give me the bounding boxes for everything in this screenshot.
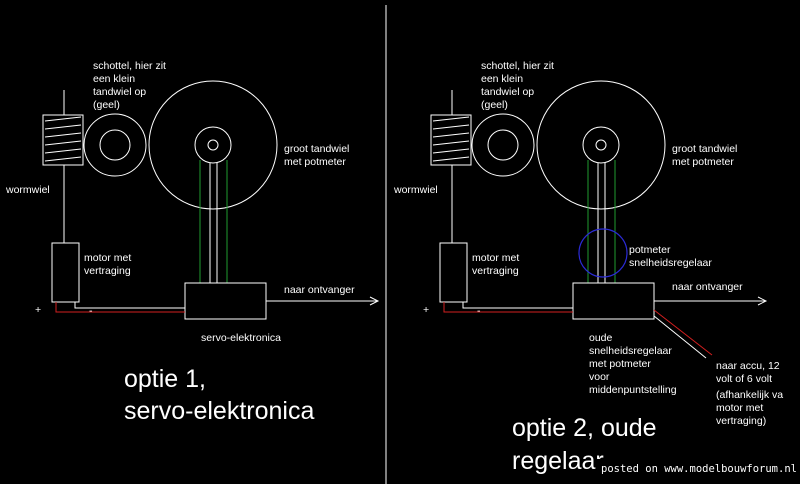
option1-big-gear xyxy=(148,80,278,210)
option2-minus-sign: - xyxy=(477,305,481,317)
watermark-text: posted on www.modelbouwforum.nl xyxy=(601,463,797,475)
option2-label-oude-regelaar: oude snelheidsregelaar met potmeter voor… xyxy=(589,332,677,396)
option1-big-gear-hub xyxy=(194,126,232,164)
option2-worm-gear xyxy=(430,114,472,166)
option2-potmeter-circle xyxy=(578,228,628,278)
option2-label-potmeter: potmeter snelheidsregelaar xyxy=(629,244,712,269)
option2-battery-wire-white xyxy=(653,315,707,359)
option1-label-schottel: schottel, hier zit een klein tandwiel op… xyxy=(93,60,169,111)
option1-small-gear xyxy=(83,113,147,177)
option1-plus-sign: + xyxy=(35,304,41,316)
option1-minus-sign: - xyxy=(89,305,93,317)
option1-worm-gear xyxy=(42,114,84,166)
option2-plus-sign: + xyxy=(423,304,429,316)
option2-small-gear xyxy=(471,113,535,177)
option2-label-groot-tandwiel: groot tandwiel met potmeter xyxy=(672,143,740,168)
option2-receiver-arrow xyxy=(757,296,768,306)
option2-label-accu: naar accu, 12 volt of 6 volt (afhankelij… xyxy=(716,360,786,427)
option1-label-motor: motor met vertraging xyxy=(84,252,134,277)
option2-big-gear-axle xyxy=(595,139,607,151)
option2-small-gear-hub xyxy=(487,129,519,161)
option2-diagram: schottel, hier zit een klein tandwiel op… xyxy=(393,60,786,475)
watermark-background xyxy=(596,459,800,477)
option1-motor xyxy=(51,242,80,303)
option2-battery-wire-red xyxy=(653,309,713,356)
option2-big-gear-hub xyxy=(582,126,620,164)
option2-wire-red xyxy=(443,302,573,313)
option1-label-wormwiel: wormwiel xyxy=(5,184,50,196)
option2-label-schottel: schottel, hier zit een klein tandwiel op… xyxy=(481,60,557,111)
option1-small-gear-hub xyxy=(99,129,131,161)
option2-big-gear xyxy=(536,80,666,210)
option2-wire-white xyxy=(462,302,573,309)
option2-label-wormwiel: wormwiel xyxy=(393,184,438,196)
option2-label-motor: motor met vertraging xyxy=(472,252,522,277)
option1-wire-white xyxy=(74,302,185,309)
option1-receiver-arrow xyxy=(369,296,380,306)
option1-caption: optie 1, servo-elektronica xyxy=(124,365,314,425)
option1-label-servo: servo-elektronica xyxy=(201,332,281,344)
option1-big-gear-axle xyxy=(207,139,219,151)
option2-label-ontvanger: naar ontvanger xyxy=(672,281,743,293)
option2-motor xyxy=(439,242,468,303)
option1-diagram: schottel, hier zit een klein tandwiel op… xyxy=(5,60,380,425)
option2-caption: optie 2, oude regelaar xyxy=(512,414,664,475)
option1-wire-red xyxy=(55,302,185,313)
option1-label-ontvanger: naar ontvanger xyxy=(284,284,355,296)
option1-label-groot-tandwiel: groot tandwiel met potmeter xyxy=(284,143,352,168)
